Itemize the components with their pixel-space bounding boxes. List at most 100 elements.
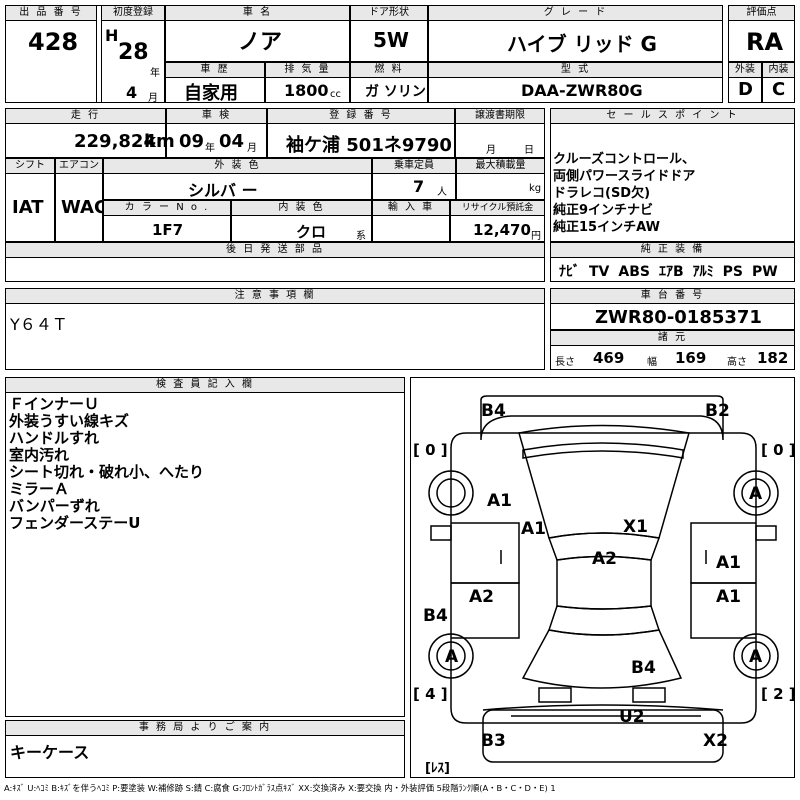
office-cell: 事 務 局 よ り ご 案 内 キーケース: [5, 720, 405, 778]
model: DAA-ZWR80G: [521, 81, 643, 100]
int-grade: C: [772, 79, 786, 100]
history: 自家用: [184, 83, 238, 104]
recycle-unit: 円: [531, 231, 541, 242]
mark-spare: [ﾚｽ]: [425, 761, 450, 776]
year-unit: 年: [150, 68, 160, 79]
sales-point: 純正15インチAW: [553, 220, 660, 235]
int-label: 内装: [763, 63, 794, 78]
mark-b3: B3: [481, 731, 506, 751]
equipment-item: TV: [589, 264, 610, 280]
sales-label: セ ー ル ス ポ イ ン ト: [551, 109, 794, 124]
reg-month: 4: [126, 83, 138, 102]
transfer-label: 譲渡書期限: [456, 109, 544, 124]
mark-a2-roof: A2: [592, 549, 617, 569]
insp-month-unit: 月: [247, 143, 257, 154]
inspector-line: バンパーずれ: [9, 497, 100, 515]
first-reg-label: 初度登録: [102, 6, 164, 21]
score-cell: 評価点 RA: [728, 5, 795, 62]
length-label: 長さ: [555, 357, 575, 368]
mark-x1-hood: X1: [623, 517, 648, 537]
car-name-label: 車 名: [166, 6, 349, 21]
mark-b2-top: B2: [705, 401, 730, 421]
grade-label: グ レ ー ド: [429, 6, 722, 21]
mark-a-rl: A: [445, 647, 459, 667]
mark-tire-fr: [ 0 ]: [761, 441, 794, 459]
plate: 袖ケ浦 501ネ9790: [286, 135, 452, 156]
inspector-line: シート切れ・破れ小、へたり: [9, 463, 205, 481]
tire-rear-left: [428, 633, 474, 679]
ext-label: 外装: [729, 63, 761, 78]
lot-number: 428: [28, 28, 79, 56]
mileage-unit: km: [144, 131, 175, 152]
inspection-cell: 車 検 09 年 04 月: [166, 108, 267, 158]
shift-label: シフト: [6, 159, 54, 174]
inspector-line: 外装うすい線キズ: [9, 412, 130, 430]
car-name-cell: 車 名 ノア: [165, 5, 350, 62]
mark-a-rr: A: [749, 647, 763, 667]
notes-cell: 注 意 事 項 欄 Y６４Ｔ: [5, 288, 545, 370]
mark-a1-right-rear: A1: [716, 587, 741, 607]
recycle-cell: リサイクル預託金 12,470 円: [450, 200, 545, 242]
ac-label: エアコン: [56, 159, 102, 174]
chassis-cell: 車 台 番 号 ZWR80-0185371: [550, 288, 795, 330]
load-label: 最大積載量: [457, 159, 544, 174]
tire-front-right: [733, 470, 779, 516]
height: 182: [757, 349, 789, 367]
mark-b4-top: B4: [481, 401, 506, 421]
score-label: 評価点: [729, 6, 794, 21]
grade-cell: グ レ ー ド ハイブ リッド G: [428, 5, 723, 62]
interior-color: クロ: [296, 223, 327, 241]
notes-label: 注 意 事 項 欄: [6, 289, 544, 304]
color-cell: 外 装 色 シルバ ー: [103, 158, 372, 200]
ac-cell: エアコン WAC: [55, 158, 107, 242]
lot-label: 出 品 番 号: [6, 6, 96, 21]
sales-points: クルーズコントロール、 両側パワースライドドア ドラレコ(SD欠) 純正9インチ…: [553, 151, 695, 236]
transfer-month-unit: 月: [486, 145, 496, 156]
ac: WAC: [61, 197, 108, 218]
later-parts-cell: 後 日 発 送 部 品: [5, 242, 545, 282]
inspector-cell: 検 査 員 記 入 欄 ＦインナーＵ 外装うすい線キズ ハンドルすれ 室内汚れ …: [5, 377, 405, 717]
grade: ハイブ リッド G: [507, 32, 657, 56]
color-no: 1F7: [152, 221, 184, 239]
car-diagram: B4 B2 [ 0 ] [ 0 ] A A1 A1 X1 A2 A1 A2 A1…: [410, 377, 795, 778]
displacement-label: 排 気 量: [266, 63, 349, 78]
inspector-label: 検 査 員 記 入 欄: [6, 378, 404, 393]
model-label: 型 式: [429, 63, 722, 78]
transfer-day-unit: 日: [524, 145, 534, 156]
inspector-line: 室内汚れ: [9, 446, 70, 464]
office-text: キーケース: [10, 743, 90, 762]
mileage-cell: 走 行 229,824 km: [5, 108, 175, 158]
ext-grade: D: [738, 79, 753, 100]
dims-label: 諸 元: [551, 331, 794, 346]
mileage: 229,824: [74, 131, 156, 152]
door-type: 5W: [373, 28, 409, 52]
equipment-item: ﾅﾋﾞ: [559, 264, 580, 280]
sales-point: 両側パワースライドドア: [553, 169, 696, 184]
plate-label: 登 録 番 号: [268, 109, 454, 124]
mark-a1-right-door: A1: [716, 553, 741, 573]
mark-a2-left-door: A2: [469, 587, 494, 607]
plate-cell: 登 録 番 号 袖ケ浦 501ネ9790: [267, 108, 455, 158]
shift-cell: シフト IAT: [5, 158, 55, 242]
inspector-line: ＦインナーＵ: [9, 395, 100, 413]
reg-year: 28: [118, 40, 149, 65]
dims-cell: 諸 元 長さ 469 幅 169 高さ 182: [550, 330, 795, 370]
inspector-line: ハンドルすれ: [9, 429, 100, 447]
mark-u2: U2: [619, 707, 645, 727]
car-diagram-svg: [428, 395, 779, 763]
displacement-cell: 排 気 量 1800 cc: [265, 62, 350, 103]
equipment-item: PW: [752, 264, 778, 280]
load-unit: kg: [529, 183, 542, 194]
history-cell: 車 歴 自家用: [165, 62, 265, 104]
recycle: 12,470: [473, 221, 531, 239]
mark-b4-left: B4: [423, 606, 448, 626]
legend: A:ｷｽﾞ U:ﾍｺﾐ B:ｷｽﾞを伴うﾍｺﾐ P:要塗装 W:補修跡 S:錆 …: [4, 783, 556, 793]
int-cell: 内装 C: [762, 62, 795, 103]
notes-text: Y６４Ｔ: [10, 315, 68, 334]
sales-cell: セ ー ル ス ポ イ ン ト クルーズコントロール、 両側パワースライドドア …: [550, 108, 795, 242]
interior-color-cell: 内 装 色 クロ 系: [231, 200, 372, 242]
spare-tire-box: [482, 709, 724, 763]
inspector-line: フェンダーステーU: [9, 514, 141, 532]
month-unit: 月: [148, 93, 158, 104]
